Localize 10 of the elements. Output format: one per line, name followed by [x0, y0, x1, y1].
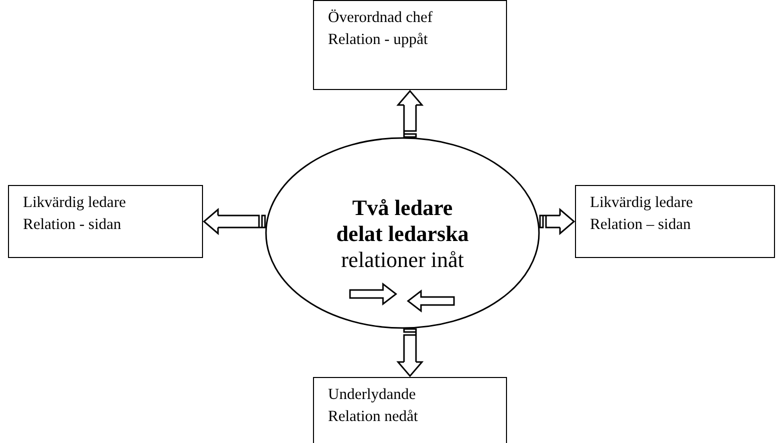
box-text: Likvärdig ledare Relation – sidan	[590, 193, 694, 235]
text-box	[575, 185, 775, 258]
ellipse-node	[265, 137, 540, 329]
text-box	[313, 377, 507, 443]
box-text: Likvärdig ledare Relation - sidan	[23, 193, 127, 235]
box-text: relationer inåt	[341, 247, 464, 273]
text-box	[313, 0, 507, 90]
box-text: Överordnad chef Relation - uppåt	[328, 8, 434, 50]
box-text: Underlydande Relation nedåt	[328, 385, 419, 427]
text-box	[8, 185, 203, 258]
